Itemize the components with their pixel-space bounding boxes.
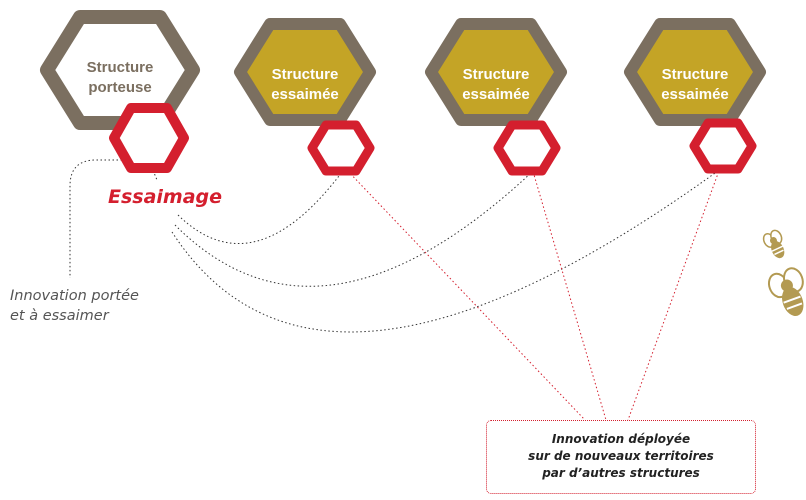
innovation-portee-label: Innovation portée et à essaimer — [10, 286, 139, 326]
essaimee-1-label-line2: essaimée — [271, 86, 339, 103]
deploy-line1: Innovation déployée — [551, 432, 691, 446]
red-hex-1 — [307, 120, 375, 176]
red-line-1 — [344, 167, 586, 421]
bee-icon-small — [762, 229, 785, 259]
deploy-line2: sur de nouveaux territoires — [528, 449, 714, 463]
innovation-portee-line1: Innovation portée — [10, 288, 139, 304]
innovation-deployee-text: Innovation déployée sur de nouveaux terr… — [487, 431, 755, 482]
essaimee-2-label-line1: Structure — [463, 66, 530, 83]
hex-structure-essaimee-2: Structure essaimée — [425, 18, 567, 176]
red-hex-porteuse — [109, 103, 189, 173]
curve-to-structure-3 — [171, 167, 723, 333]
hex-structure-essaimee-1: Structure essaimée — [234, 18, 376, 176]
essaimee-2-label-line2: essaimée — [462, 86, 530, 103]
hex-essaimee-2-shape — [425, 18, 567, 126]
hex-structure-essaimee-3: Structure essaimée — [624, 18, 766, 174]
porteuse-label-line1: Structure — [87, 59, 154, 76]
innovation-deployee-box: Innovation déployée sur de nouveaux terr… — [486, 420, 756, 494]
curve-to-structure-1 — [177, 167, 346, 245]
red-line-3 — [627, 167, 721, 421]
innovation-portee-line2: et à essaimer — [10, 308, 109, 324]
red-hex-2 — [493, 120, 561, 176]
deploy-line3: par d’autres structures — [542, 466, 700, 480]
red-line-2 — [531, 167, 607, 421]
connector-innovation-portee — [69, 159, 150, 278]
hex-structure-porteuse: Structure porteuse — [40, 10, 200, 173]
essaimee-3-label-line2: essaimée — [661, 86, 729, 103]
curve-to-structure-2 — [174, 171, 533, 287]
essaimee-1-label-line1: Structure — [272, 66, 339, 83]
red-hex-3 — [689, 118, 757, 174]
hex-essaimee-1-shape — [234, 18, 376, 126]
essaimee-3-label-line1: Structure — [662, 66, 729, 83]
bee-icon-large — [767, 267, 804, 317]
porteuse-label-line2: porteuse — [88, 79, 151, 96]
essaimage-label: Essaimage — [108, 186, 223, 208]
deployment-lines — [344, 167, 721, 421]
